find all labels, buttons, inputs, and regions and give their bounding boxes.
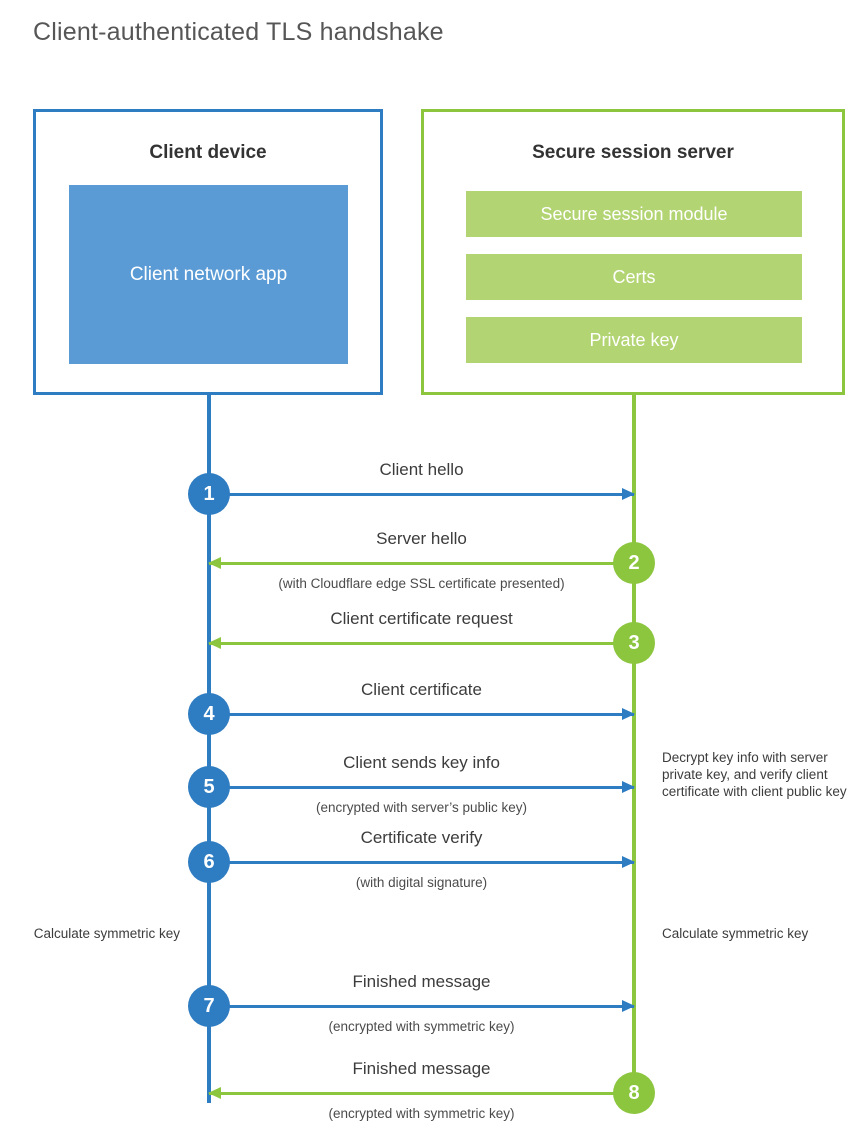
message-arrow-line — [209, 713, 634, 716]
message-arrow-line — [209, 562, 634, 565]
server-module-list: Secure session module Certs Private key — [466, 191, 802, 380]
message-sublabel: (with digital signature) — [355, 875, 488, 890]
arrow-head-right-icon — [622, 708, 635, 720]
server-calculate-symmetric-key-note: Calculate symmetric key — [662, 926, 809, 941]
message-label: Client hello — [379, 460, 464, 479]
client-calculate-symmetric-key-note: Calculate symmetric key — [33, 926, 180, 941]
step-badge-5: 5 — [188, 766, 230, 808]
secure-session-server-box: Secure session server Secure session mod… — [421, 109, 845, 395]
server-module-item: Certs — [466, 254, 802, 300]
message-label: Client certificate — [361, 680, 482, 699]
message-arrow-line — [209, 642, 634, 645]
message-sublabel: (encrypted with symmetric key) — [328, 1019, 515, 1034]
arrow-head-right-icon — [622, 1000, 635, 1012]
arrow-head-right-icon — [622, 488, 635, 500]
message-arrow-line — [209, 861, 634, 864]
arrow-head-left-icon — [208, 557, 221, 569]
arrow-head-left-icon — [208, 637, 221, 649]
message-label: Finished message — [352, 1059, 491, 1078]
message-sublabel: (with Cloudflare edge SSL certificate pr… — [278, 576, 565, 591]
step-badge-7: 7 — [188, 985, 230, 1027]
step-badge-1: 1 — [188, 473, 230, 515]
message-sublabel: (encrypted with symmetric key) — [328, 1106, 515, 1121]
message-arrow-line — [209, 786, 634, 789]
step-badge-3: 3 — [613, 622, 655, 664]
secure-session-server-title: Secure session server — [532, 142, 734, 163]
step-badge-2: 2 — [613, 542, 655, 584]
client-lifeline — [207, 393, 211, 1103]
server-module-item: Private key — [466, 317, 802, 363]
message-label: Client certificate request — [330, 609, 513, 628]
message-label: Finished message — [352, 972, 491, 991]
step-badge-8: 8 — [613, 1072, 655, 1114]
client-network-app-block: Client network app — [69, 185, 348, 364]
server-module-item: Secure session module — [466, 191, 802, 237]
arrow-head-right-icon — [622, 856, 635, 868]
step-badge-6: 6 — [188, 841, 230, 883]
page-title: Client-authenticated TLS handshake — [33, 18, 444, 46]
decrypt-key-info-note: Decrypt key info with server private key… — [662, 750, 847, 799]
message-arrow-line — [209, 493, 634, 496]
server-lifeline — [632, 393, 636, 1103]
message-label: Certificate verify — [360, 828, 483, 847]
step-badge-4: 4 — [188, 693, 230, 735]
message-sublabel: (encrypted with server’s public key) — [315, 800, 528, 815]
arrow-head-left-icon — [208, 1087, 221, 1099]
message-label: Client sends key info — [343, 753, 500, 772]
message-arrow-line — [209, 1092, 634, 1095]
message-arrow-line — [209, 1005, 634, 1008]
client-device-box: Client device Client network app — [33, 109, 383, 395]
message-label: Server hello — [376, 529, 467, 548]
client-device-title: Client device — [149, 142, 267, 163]
arrow-head-right-icon — [622, 781, 635, 793]
